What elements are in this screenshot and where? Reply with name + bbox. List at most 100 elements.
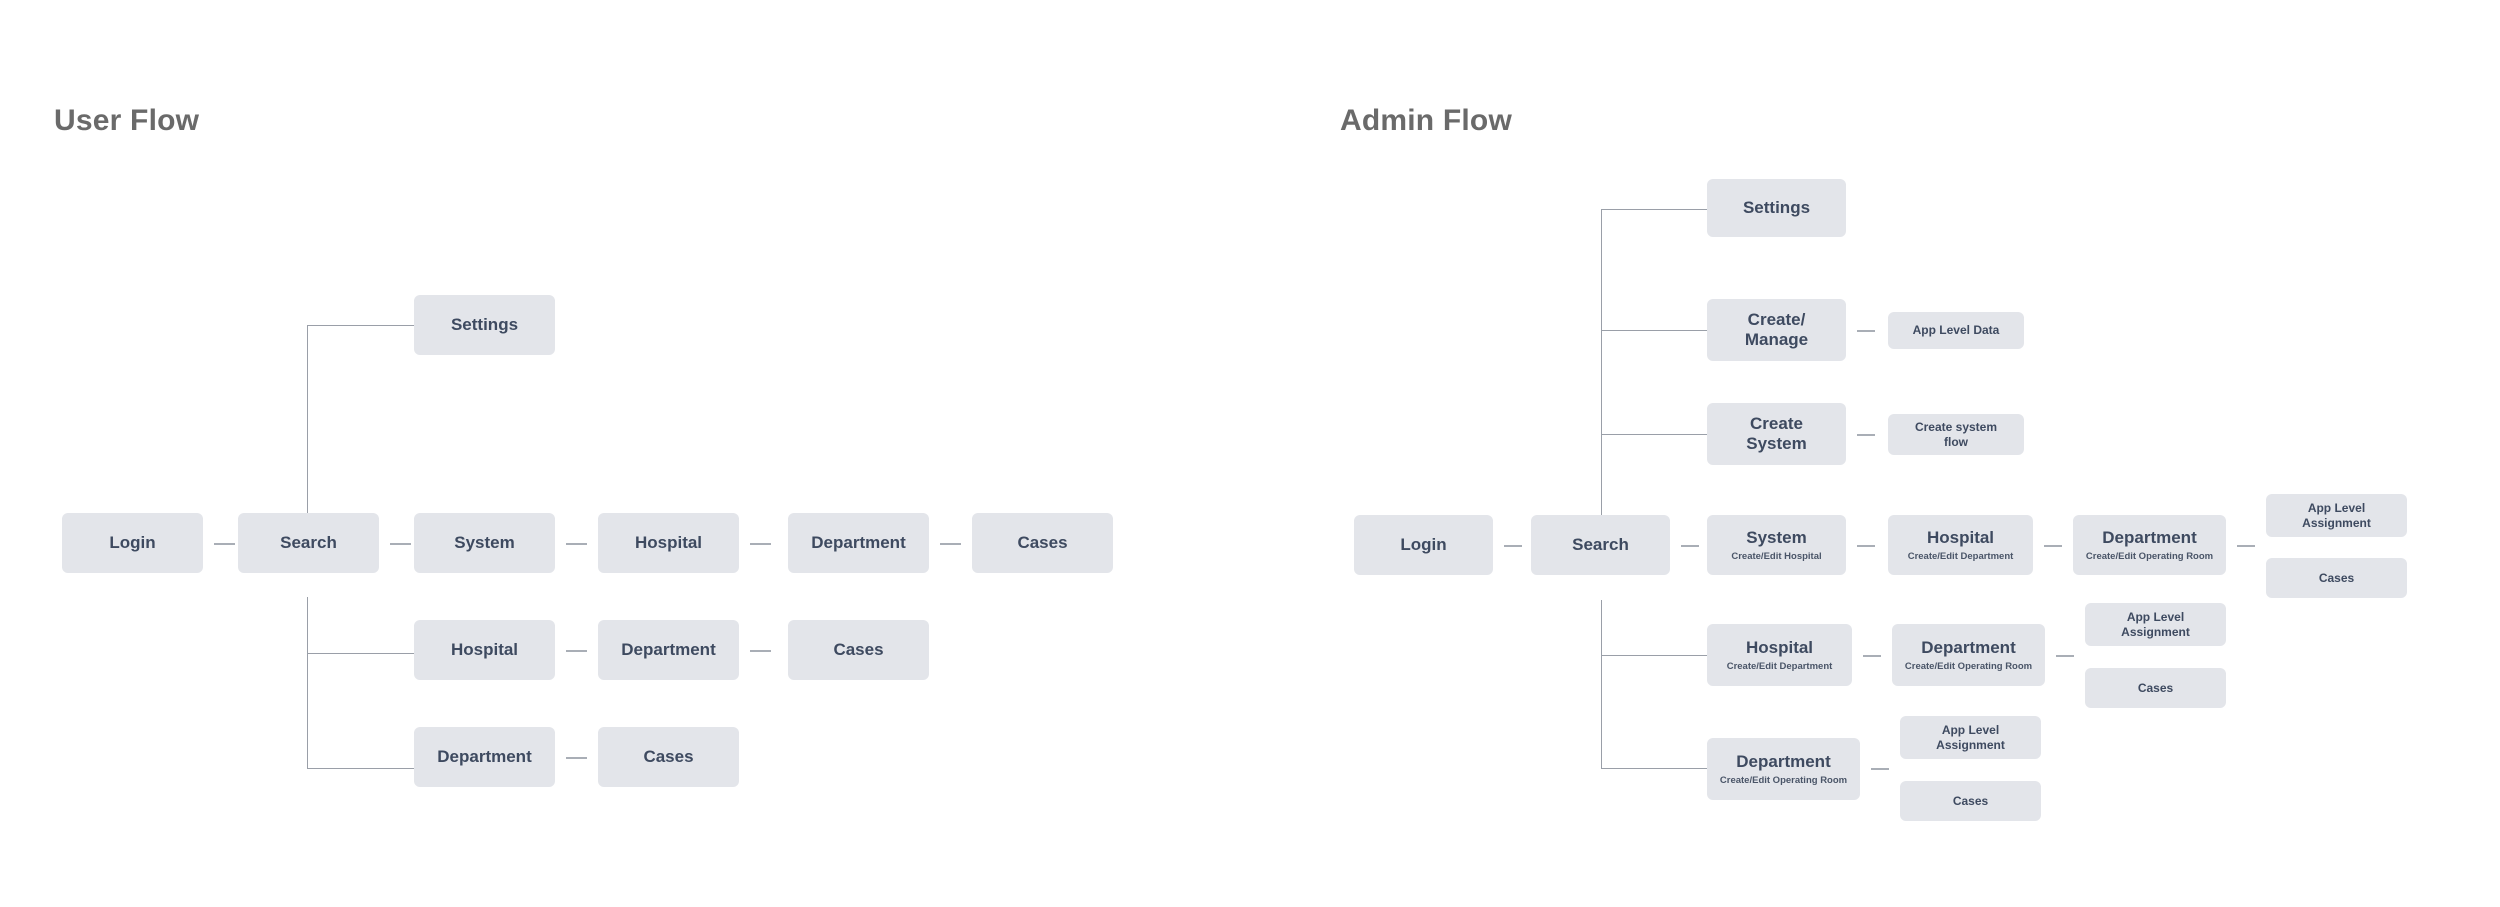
user-connector-department-cases-1	[940, 543, 961, 545]
user-node-cases-2[interactable]: Cases	[788, 620, 929, 680]
admin-flow-trunk-lower	[1601, 600, 1602, 768]
node-label: Login	[1400, 534, 1447, 554]
node-label: App Level Data	[1912, 323, 2000, 338]
admin-connector-search-system	[1681, 545, 1699, 547]
user-node-department-1[interactable]: Department	[788, 513, 929, 573]
admin-connector-system-hospital	[1857, 545, 1875, 547]
user-node-settings[interactable]: Settings	[414, 295, 555, 355]
admin-node-cases-1[interactable]: Cases	[2266, 558, 2407, 598]
node-label: Hospital	[450, 639, 519, 659]
node-label: Hospital	[1745, 637, 1814, 657]
admin-branch-department-line	[1601, 768, 1707, 769]
node-label: Hospital	[634, 532, 703, 552]
admin-branch-hospital-line	[1601, 655, 1707, 656]
user-flow-branch-hospital-line	[307, 653, 414, 654]
admin-connector-department-leaves-1	[2237, 545, 2255, 547]
node-label: Cases	[2318, 570, 2355, 585]
admin-node-create-system[interactable]: Create System	[1707, 403, 1846, 465]
node-label: Search	[1572, 534, 1629, 554]
node-label: Settings	[450, 314, 519, 334]
user-connector-hospital-department-1	[750, 543, 771, 545]
node-label: System	[1746, 527, 1807, 547]
node-label: Cases	[833, 639, 884, 659]
admin-connector-create-system-flow	[1857, 434, 1875, 436]
user-flow-trunk-upper	[307, 325, 308, 547]
admin-node-app-level-assignment-3[interactable]: App Level Assignment	[1900, 716, 2041, 759]
admin-node-hospital-2[interactable]: Hospital Create/Edit Department	[1707, 624, 1852, 686]
node-label: Hospital	[1926, 527, 1995, 547]
user-node-department-2[interactable]: Department	[598, 620, 739, 680]
admin-node-login[interactable]: Login	[1354, 515, 1493, 575]
node-label: App Level Assignment	[2302, 501, 2371, 530]
node-label: Department	[811, 532, 906, 552]
node-subtitle: Create/Edit Operating Room	[1719, 774, 1848, 786]
admin-node-create-system-flow[interactable]: Create system flow	[1888, 414, 2024, 455]
node-label: App Level Assignment	[2121, 610, 2190, 639]
node-label: Create system flow	[1914, 420, 1998, 449]
admin-node-search[interactable]: Search	[1531, 515, 1670, 575]
node-label: Department	[437, 746, 532, 766]
admin-connector-department-leaves-3	[1871, 768, 1889, 770]
user-connector-hospital-department-2	[566, 650, 587, 652]
user-node-hospital-2[interactable]: Hospital	[414, 620, 555, 680]
user-node-cases-3[interactable]: Cases	[598, 727, 739, 787]
node-label: Settings	[1742, 197, 1811, 217]
admin-connector-create-manage-app-level-data	[1857, 330, 1875, 332]
node-label: Department	[1921, 637, 2016, 657]
admin-connector-hospital-department-2	[1863, 655, 1881, 657]
admin-connector-hospital-department-1	[2044, 545, 2062, 547]
admin-node-settings[interactable]: Settings	[1707, 179, 1846, 237]
node-label: Cases	[1017, 532, 1068, 552]
node-label: Create/ Manage	[1744, 309, 1809, 349]
node-label: Login	[109, 532, 156, 552]
node-label: Cases	[1952, 793, 1989, 808]
user-flow-trunk-lower	[307, 597, 308, 769]
user-connector-department-cases-2	[750, 650, 771, 652]
admin-node-app-level-assignment-1[interactable]: App Level Assignment	[2266, 494, 2407, 537]
node-label: Search	[280, 532, 337, 552]
node-subtitle: Create/Edit Department	[1907, 550, 2014, 562]
node-label: System	[454, 532, 515, 552]
admin-node-hospital-1[interactable]: Hospital Create/Edit Department	[1888, 515, 2033, 575]
admin-node-cases-3[interactable]: Cases	[1900, 781, 2041, 821]
user-flow-title: User Flow	[54, 104, 200, 137]
user-connector-system-hospital	[566, 543, 587, 545]
user-connector-search-system	[390, 543, 411, 545]
admin-branch-settings-line	[1601, 209, 1707, 210]
user-node-system[interactable]: System	[414, 513, 555, 573]
admin-connector-login-search	[1504, 545, 1522, 547]
admin-node-department-1[interactable]: Department Create/Edit Operating Room	[2073, 515, 2226, 575]
admin-flow-trunk-upper	[1601, 209, 1602, 549]
node-label: App Level Assignment	[1936, 723, 2005, 752]
user-connector-login-search	[214, 543, 235, 545]
user-flow-branch-settings-line	[307, 325, 414, 326]
node-label: Department	[621, 639, 716, 659]
node-label: Cases	[643, 746, 694, 766]
node-label: Create System	[1746, 413, 1807, 453]
node-label: Department	[2102, 527, 2197, 547]
node-subtitle: Create/Edit Hospital	[1731, 550, 1822, 562]
user-node-login[interactable]: Login	[62, 513, 203, 573]
admin-node-department-3[interactable]: Department Create/Edit Operating Room	[1707, 738, 1860, 800]
admin-node-app-level-assignment-2[interactable]: App Level Assignment	[2085, 603, 2226, 646]
node-subtitle: Create/Edit Department	[1726, 660, 1833, 672]
admin-branch-create-system-line	[1601, 434, 1707, 435]
admin-branch-create-manage-line	[1601, 330, 1707, 331]
admin-node-system[interactable]: System Create/Edit Hospital	[1707, 515, 1846, 575]
user-node-search[interactable]: Search	[238, 513, 379, 573]
admin-flow-title: Admin Flow	[1340, 104, 1512, 137]
user-node-cases-1[interactable]: Cases	[972, 513, 1113, 573]
node-subtitle: Create/Edit Operating Room	[2085, 550, 2214, 562]
admin-node-create-manage[interactable]: Create/ Manage	[1707, 299, 1846, 361]
user-node-hospital-1[interactable]: Hospital	[598, 513, 739, 573]
node-label: Department	[1736, 751, 1831, 771]
node-label: Cases	[2137, 680, 2174, 695]
node-subtitle: Create/Edit Operating Room	[1904, 660, 2033, 672]
user-connector-department-cases-3	[566, 757, 587, 759]
admin-node-app-level-data[interactable]: App Level Data	[1888, 312, 2024, 349]
user-node-department-3[interactable]: Department	[414, 727, 555, 787]
admin-node-cases-2[interactable]: Cases	[2085, 668, 2226, 708]
admin-connector-department-leaves-2	[2056, 655, 2074, 657]
admin-node-department-2[interactable]: Department Create/Edit Operating Room	[1892, 624, 2045, 686]
